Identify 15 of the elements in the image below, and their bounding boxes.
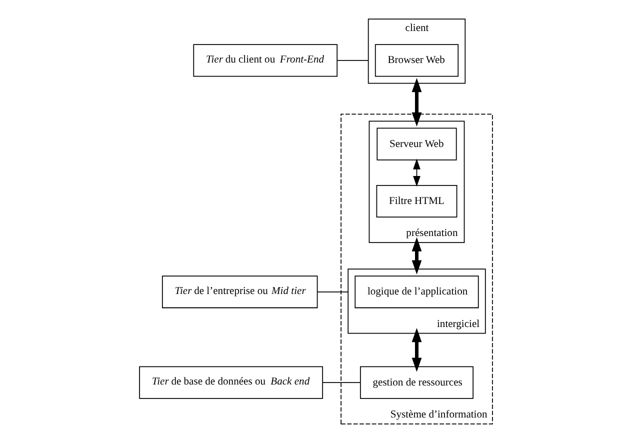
- arrow: [411, 328, 422, 372]
- arrow: [411, 78, 422, 126]
- node-box: Tier de base de données ou Back end: [138, 366, 323, 399]
- node-box: gestion de ressources: [359, 366, 474, 399]
- arrow: [411, 237, 422, 274]
- node-box: Tier du client ou Front-End: [192, 44, 338, 77]
- arrow: [412, 158, 420, 187]
- connector: [336, 60, 368, 61]
- connector: [322, 382, 360, 383]
- node-box: Filtre HTML: [376, 184, 457, 218]
- node-box: Serveur Web: [376, 128, 456, 160]
- node-box: logique de l’application: [354, 276, 478, 308]
- connector: [316, 291, 348, 292]
- node-box: Tier de l’entreprise ou Mid tier: [161, 276, 318, 308]
- node-box: Browser Web: [374, 44, 458, 77]
